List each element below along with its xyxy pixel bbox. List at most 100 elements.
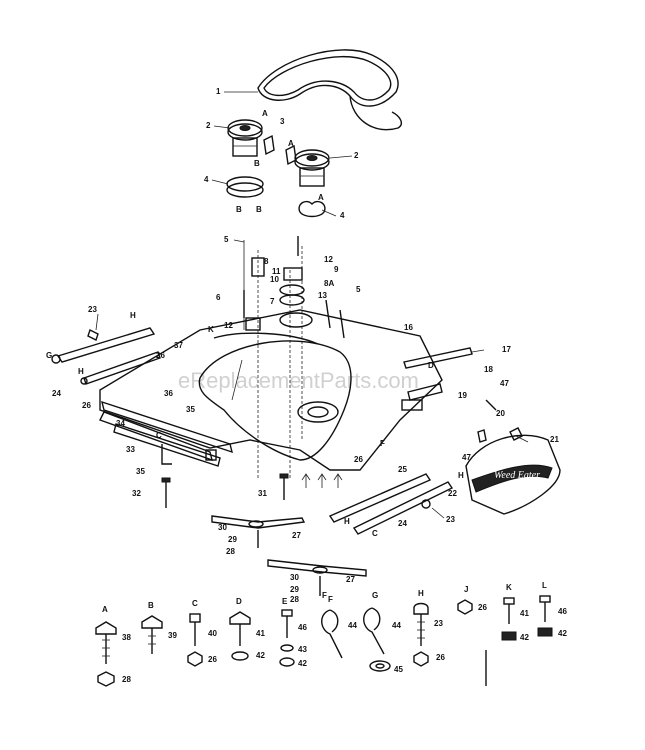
svg-text:41: 41 — [520, 609, 529, 618]
callout-35: 35 — [186, 405, 195, 414]
svg-text:44: 44 — [392, 621, 401, 630]
callout-5b: 5 — [356, 285, 361, 294]
callout-29b: 29 — [290, 585, 299, 594]
hardware-a-bolt: A 38 28 — [95, 605, 131, 687]
callout-11: 11 — [272, 267, 281, 276]
svg-text:H: H — [458, 471, 464, 480]
callout-13: 13 — [318, 291, 327, 300]
callout-2b: 2 — [354, 151, 359, 160]
discharge-arrows — [301, 473, 343, 488]
callout-30: 30 — [218, 523, 227, 532]
hardware-k-bolt: K 41 42 — [501, 583, 529, 642]
callout-34: 34 — [116, 419, 125, 428]
watermark-text: eReplacementParts.com — [178, 368, 419, 393]
svg-text:26: 26 — [436, 653, 445, 662]
idler-pulley-left — [227, 119, 263, 157]
leader-lines — [95, 91, 529, 519]
v-belt — [257, 49, 402, 131]
svg-text:G: G — [46, 351, 52, 360]
callout-47: 47 — [500, 379, 509, 388]
callout-4b: 4 — [340, 211, 345, 220]
callout-24b: 24 — [398, 519, 407, 528]
callout-12: 12 — [324, 255, 333, 264]
svg-text:42: 42 — [298, 659, 307, 668]
callout-27b: 27 — [346, 575, 355, 584]
letter-tags: A B B B A A H G H K C D C H F F H — [46, 109, 464, 600]
svg-text:F: F — [380, 439, 385, 448]
svg-text:F: F — [322, 591, 327, 600]
callout-23: 23 — [88, 305, 97, 314]
svg-text:D: D — [236, 597, 242, 606]
svg-text:H: H — [418, 589, 424, 598]
callout-31: 31 — [258, 489, 267, 498]
svg-text:K: K — [506, 583, 512, 592]
hardware-e-bolt: E 46 43 42 — [279, 597, 307, 668]
callout-19: 19 — [458, 391, 467, 400]
discharge-chute: Weed Eater — [465, 427, 561, 515]
svg-text:F: F — [328, 595, 333, 604]
callout-5: 5 — [224, 235, 229, 244]
callout-6: 6 — [216, 293, 221, 302]
hardware-d-bolt: D 41 42 — [229, 597, 265, 661]
callout-8: 8 — [264, 257, 269, 266]
svg-text:39: 39 — [168, 631, 177, 640]
callout-16: 16 — [404, 323, 413, 332]
svg-text:C: C — [156, 431, 162, 440]
callout-17: 17 — [502, 345, 511, 354]
hardware-l-bolt: L 46 42 — [537, 581, 567, 638]
svg-text:42: 42 — [520, 633, 529, 642]
pulley-bracket-clips — [226, 134, 326, 218]
callout-27: 27 — [292, 531, 301, 540]
callout-23b: 23 — [446, 515, 455, 524]
hardware-legend: A 38 28 B 39 C 40 26 — [95, 581, 567, 687]
callout-1: 1 — [216, 87, 221, 96]
svg-text:40: 40 — [208, 629, 217, 638]
callout-47b: 47 — [462, 453, 471, 462]
svg-text:B: B — [148, 601, 154, 610]
callout-25: 25 — [398, 465, 407, 474]
svg-text:A: A — [318, 193, 324, 202]
svg-text:43: 43 — [298, 645, 307, 654]
svg-text:C: C — [372, 529, 378, 538]
callout-3: 3 — [280, 117, 285, 126]
callout-22: 22 — [448, 489, 457, 498]
blade-upper — [211, 515, 306, 548]
callout-30b: 30 — [290, 573, 299, 582]
svg-text:K: K — [208, 325, 214, 334]
hardware-b-bolt: B 39 — [141, 601, 177, 654]
svg-text:46: 46 — [558, 607, 567, 616]
callout-26: 26 — [156, 351, 165, 360]
svg-text:28: 28 — [122, 675, 131, 684]
mower-deck-housing — [99, 309, 443, 471]
svg-text:46: 46 — [298, 623, 307, 632]
callout-24: 24 — [52, 389, 61, 398]
rear-lift-rods — [328, 347, 473, 535]
svg-text:G: G — [372, 591, 378, 600]
svg-text:26: 26 — [478, 603, 487, 612]
callout-2: 2 — [206, 121, 211, 130]
callout-labels: 1 2 2 3 4 4 5 5 6 7 8 8A 9 10 11 12 12 1… — [52, 87, 559, 604]
hardware-f-hairpin: F 44 — [321, 595, 357, 659]
front-hanger-rods — [51, 327, 161, 385]
hardware-h-bolt: H 23 26 — [413, 589, 445, 667]
svg-text:23: 23 — [434, 619, 443, 628]
callout-9: 9 — [334, 265, 339, 274]
hardware-j-nut: J 26 — [457, 585, 487, 615]
callout-4: 4 — [204, 175, 209, 184]
hardware-g-hairpin: G 44 45 — [363, 591, 403, 674]
idler-pulley-right — [294, 149, 330, 187]
svg-text:44: 44 — [348, 621, 357, 630]
callout-29: 29 — [228, 535, 237, 544]
callout-10: 10 — [270, 275, 279, 284]
svg-text:L: L — [542, 581, 547, 590]
callout-20: 20 — [496, 409, 505, 418]
svg-text:A: A — [288, 139, 294, 148]
svg-text:42: 42 — [256, 651, 265, 660]
svg-text:H: H — [130, 311, 136, 320]
svg-text:H: H — [78, 367, 84, 376]
callout-35b: 35 — [136, 467, 145, 476]
svg-text:A: A — [102, 605, 108, 614]
svg-text:C: C — [192, 599, 198, 608]
svg-text:E: E — [282, 597, 288, 606]
svg-text:J: J — [464, 585, 468, 594]
